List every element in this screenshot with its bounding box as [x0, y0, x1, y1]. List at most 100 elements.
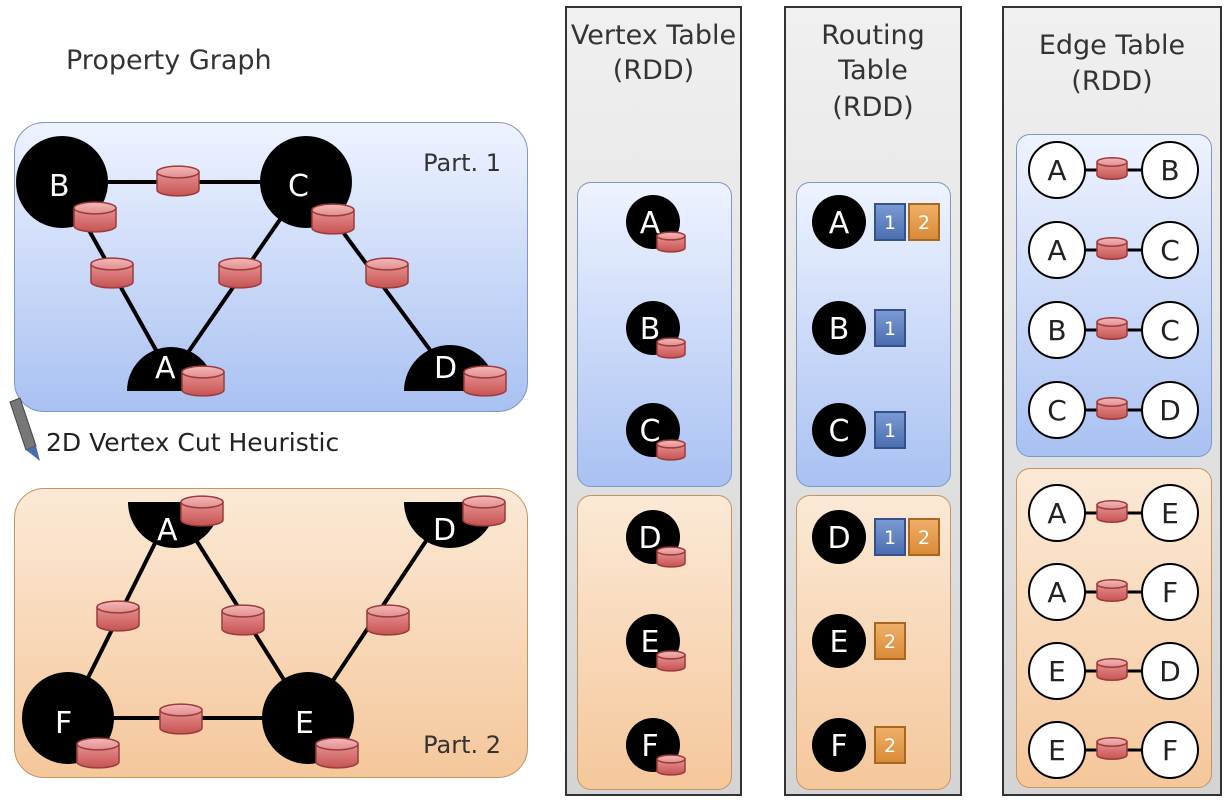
partition-2-label: Part. 2 — [423, 731, 501, 759]
partition-badge — [908, 518, 940, 556]
property-cylinder-icon — [656, 337, 686, 359]
vertex-table-entry: B — [626, 301, 686, 359]
partition-badge — [874, 726, 906, 764]
partition-badge-label: 1 — [884, 527, 896, 549]
vertex-label: F — [830, 729, 847, 764]
property-cylinder-icon — [221, 604, 265, 636]
vertex-label: D — [827, 521, 850, 556]
property-graph-title: Property Graph — [66, 45, 272, 76]
property-graph-svg: B C A D A D F E — [9, 136, 507, 769]
partition-1-label: Part. 1 — [423, 149, 501, 177]
property-cylinder-icon — [656, 439, 686, 461]
partition-badge-label: 2 — [918, 527, 930, 549]
partition-badge — [874, 203, 906, 241]
vertex-label: E — [830, 625, 849, 660]
vertex-table-subtitle: (RDD) — [612, 55, 695, 86]
arrow-icon — [9, 397, 40, 461]
property-cylinder-icon — [656, 231, 686, 253]
property-cylinder-icon — [90, 257, 134, 289]
vertex-label: A — [640, 206, 661, 241]
property-cylinder-icon — [1096, 237, 1128, 260]
partition-badge-label: 1 — [884, 318, 896, 340]
vertex-table-entry: E — [626, 614, 686, 672]
property-cylinder-icon — [656, 650, 686, 672]
property-cylinder-icon — [159, 703, 203, 735]
property-cylinder-icon — [1096, 658, 1128, 681]
vertex-label: E — [1048, 734, 1066, 767]
property-cylinder-icon — [1096, 500, 1128, 523]
vertex-label: B — [640, 312, 661, 347]
vertex-table-entry: C — [626, 403, 686, 461]
vertex-label: C — [288, 169, 309, 204]
partition-badge — [874, 411, 906, 449]
vertex-label: F — [55, 706, 72, 741]
property-cylinder-icon — [180, 495, 224, 527]
property-cylinder-icon — [1096, 397, 1128, 420]
property-cylinder-icon — [96, 600, 140, 632]
vertex-label: A — [829, 206, 850, 241]
vertex-label: B — [49, 169, 70, 204]
partition-badge-label: 2 — [884, 631, 896, 653]
partition-badge-label: 2 — [884, 735, 896, 757]
partition-badge — [874, 622, 906, 660]
vertex-label: A — [155, 351, 176, 386]
vertex-label: D — [434, 351, 457, 386]
routing-table-subtitle: (RDD) — [832, 92, 914, 123]
vertex-label: B — [829, 312, 850, 347]
vertex-label: D — [433, 513, 456, 548]
vertex-label: E — [295, 706, 314, 741]
vertex-cut-label: 2D Vertex Cut Heuristic — [46, 428, 340, 457]
property-cylinder-icon — [73, 201, 117, 233]
vertex-label: A — [1047, 234, 1066, 267]
partition-badge — [908, 203, 940, 241]
routing-table-title: Routing — [821, 20, 925, 51]
vertex-label: C — [829, 414, 850, 449]
property-cylinder-icon — [181, 365, 225, 397]
vertex-table-entry: F — [626, 718, 686, 776]
property-cylinder-icon — [311, 203, 355, 235]
vertex-label: D — [1159, 655, 1181, 688]
vertex-label: F — [1162, 734, 1178, 767]
vertex-label: C — [640, 414, 661, 449]
edge-table-title: Edge Table — [1038, 30, 1186, 61]
vertex-label: E — [1048, 655, 1066, 688]
vertex-label: D — [1159, 394, 1181, 427]
routing-table-title-line2: Table — [838, 55, 908, 86]
partition-badge-label: 2 — [918, 212, 930, 234]
vertex-table-entry: A — [626, 195, 686, 253]
vertex-label: B — [1047, 314, 1066, 347]
property-cylinders — [73, 165, 507, 769]
partition-badge-label: 1 — [884, 420, 896, 442]
part2-vertices: A D F E — [22, 502, 496, 764]
vertex-table-title: Vertex Table — [570, 20, 737, 51]
property-cylinder-icon — [1096, 737, 1128, 760]
property-cylinder-icon — [1096, 317, 1128, 340]
property-cylinder-icon — [1096, 579, 1128, 602]
vertex-label: F — [641, 729, 658, 764]
property-cylinder-icon — [656, 546, 686, 568]
vertex-label: A — [157, 513, 178, 548]
property-cylinder-icon — [218, 257, 262, 289]
vertex-label: A — [1047, 497, 1066, 530]
vertex-label: E — [1161, 497, 1179, 530]
vertex-label: C — [1160, 314, 1180, 347]
vertex-label: A — [1047, 576, 1066, 609]
partition-badge — [874, 309, 906, 347]
property-cylinder-icon — [365, 257, 409, 289]
vertex-label: C — [1160, 234, 1180, 267]
property-cylinder-icon — [76, 737, 120, 769]
vertex-label: A — [1047, 154, 1066, 187]
